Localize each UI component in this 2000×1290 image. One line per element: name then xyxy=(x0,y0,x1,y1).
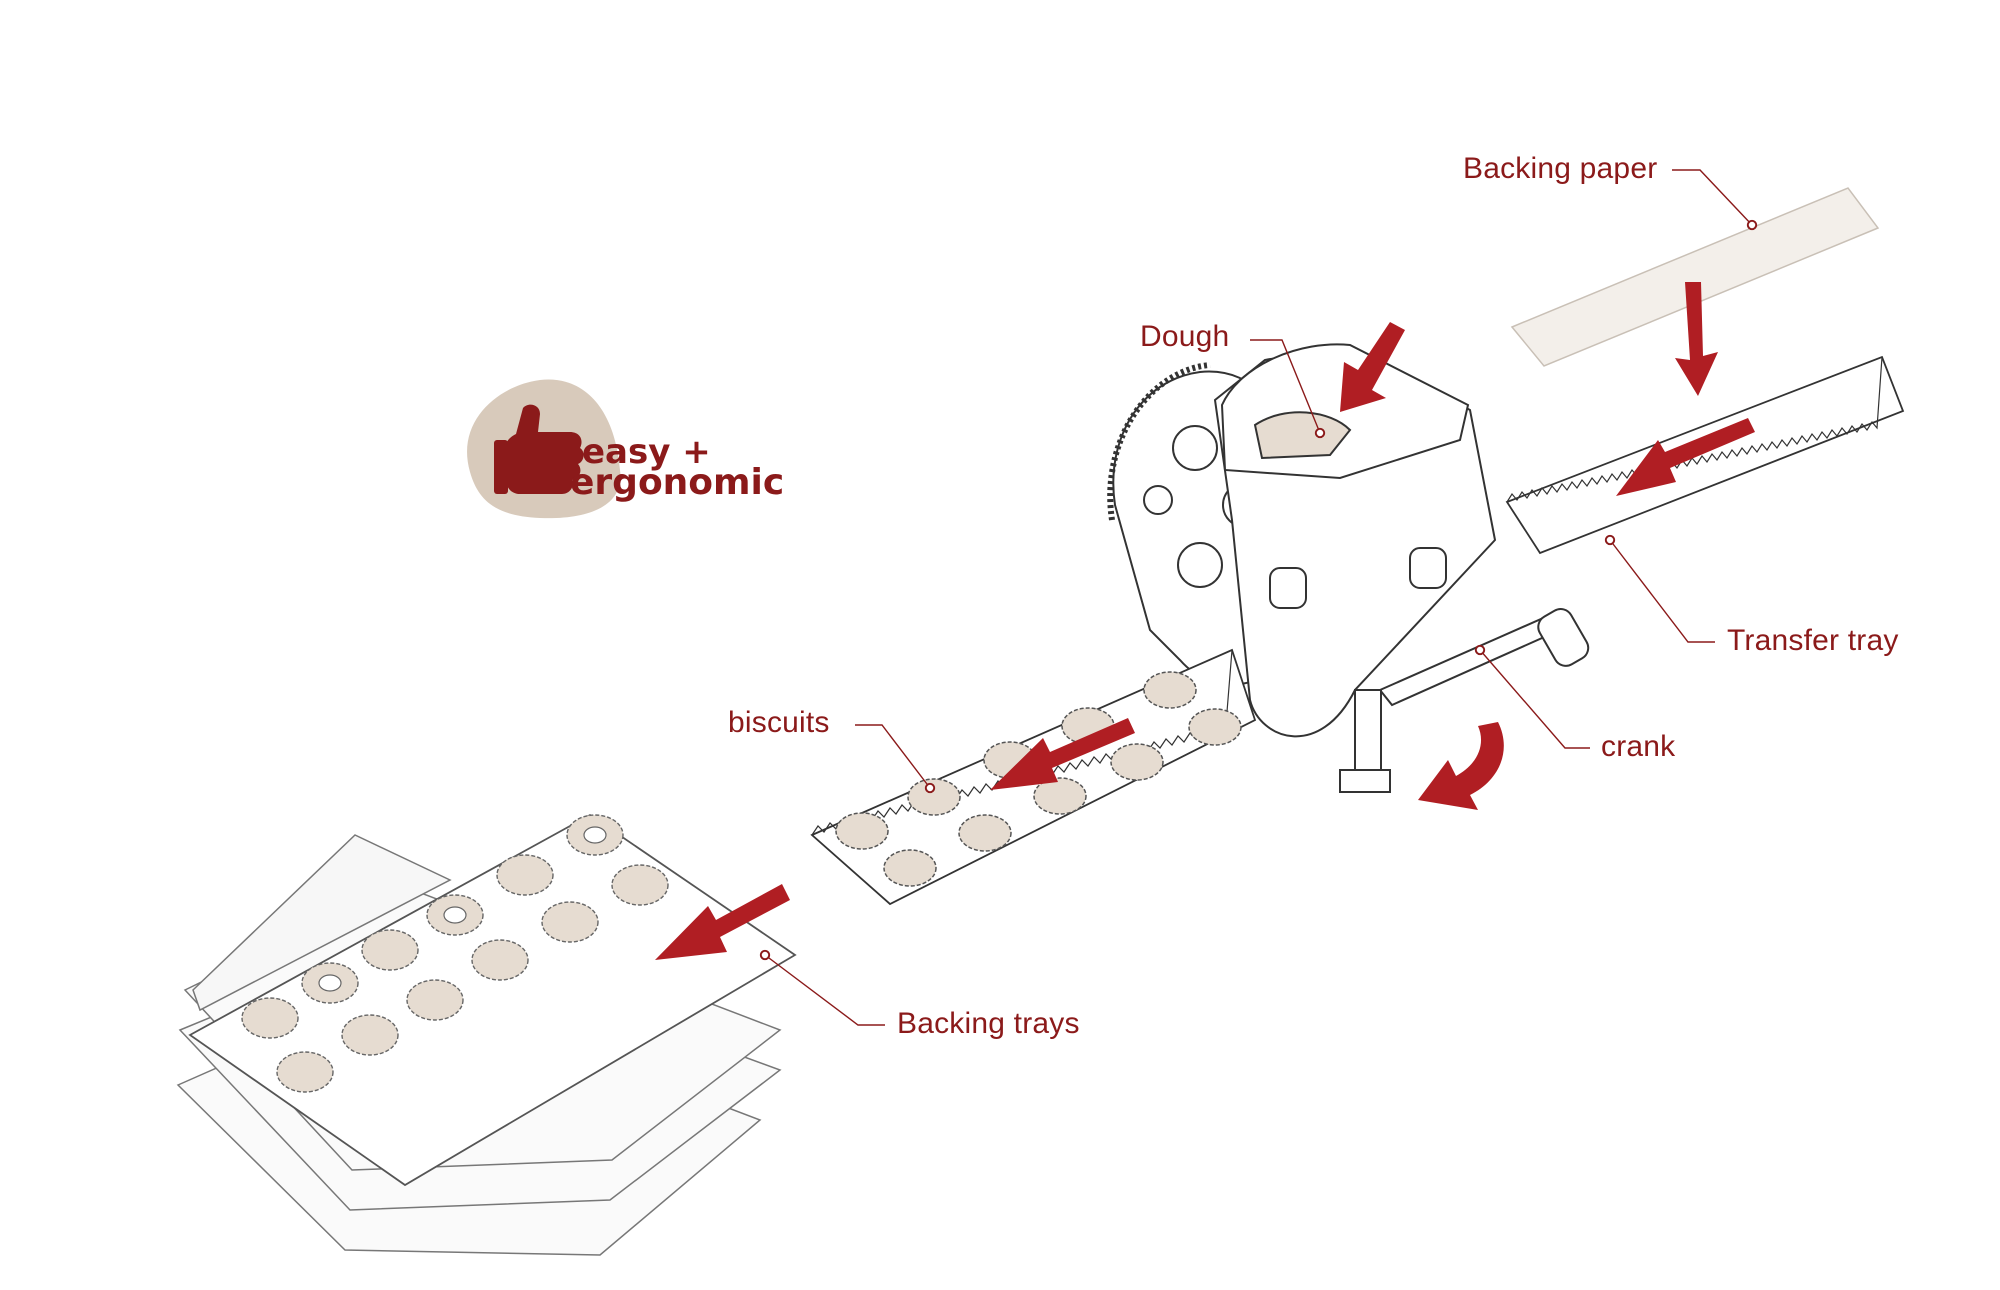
leader-biscuits xyxy=(855,724,936,794)
arrow-trays xyxy=(655,884,790,960)
backing-paper xyxy=(1510,187,1880,367)
logo xyxy=(467,379,621,519)
label-backing-trays: Backing trays xyxy=(897,1007,1080,1040)
arrow-crank xyxy=(1418,722,1504,810)
leader-transfer-tray xyxy=(1604,534,1715,643)
leader-crank xyxy=(1474,644,1590,749)
arrow-transfer xyxy=(1616,418,1755,496)
tray-biscuits xyxy=(241,814,669,1093)
leader-dough xyxy=(1250,339,1326,439)
arrow-biscuits xyxy=(990,718,1135,790)
transfer-tray xyxy=(1505,355,1905,555)
logo-text-line1: easy + xyxy=(582,432,711,472)
label-dough: Dough xyxy=(1140,320,1230,353)
backing-trays-stack xyxy=(176,813,797,1256)
leader-lines xyxy=(759,169,1758,1026)
arrow-dough xyxy=(1340,322,1405,412)
arrow-paper-down xyxy=(1675,282,1718,396)
label-backing-paper: Backing paper xyxy=(1463,152,1658,185)
label-biscuits: biscuits xyxy=(728,706,830,739)
label-crank: crank xyxy=(1601,730,1676,763)
label-transfer-tray: Transfer tray xyxy=(1727,624,1899,657)
leader-backing-paper xyxy=(1672,169,1758,231)
leader-backing-trays xyxy=(759,949,885,1026)
thumbs-up-icon xyxy=(494,404,584,494)
logo-text-line2: ergonomic xyxy=(570,462,785,503)
biscuit-machine xyxy=(1107,343,1590,793)
biscuit-row xyxy=(835,671,1242,887)
